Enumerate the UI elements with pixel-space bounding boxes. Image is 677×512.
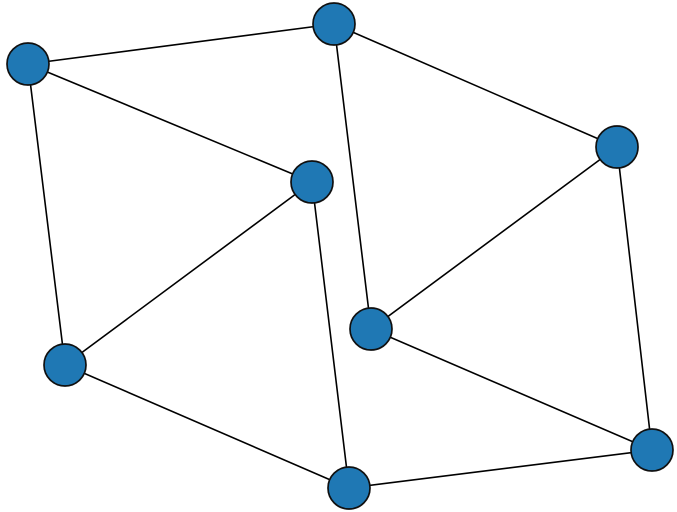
graph-edge	[27, 63, 66, 366]
graph-edge	[27, 23, 335, 65]
graph-edge	[333, 23, 618, 148]
graph-node-n7[interactable]	[630, 428, 674, 472]
graph-node-n5[interactable]	[43, 343, 87, 387]
node-layer	[6, 2, 674, 510]
graph-edge	[64, 181, 313, 366]
graph-edge	[64, 364, 350, 489]
graph-node-n1[interactable]	[312, 2, 356, 46]
graph-node-n6[interactable]	[349, 307, 393, 351]
graph-node-n3[interactable]	[290, 160, 334, 204]
graph-edge	[616, 146, 653, 451]
edge-layer	[27, 23, 653, 489]
graph-node-n0[interactable]	[6, 42, 50, 86]
graph-node-n2[interactable]	[595, 125, 639, 169]
graph-edge	[370, 328, 653, 451]
graph-node-n4[interactable]	[327, 466, 371, 510]
graph-edge	[370, 146, 618, 330]
graph-edge	[27, 63, 313, 183]
graph-edge	[348, 449, 653, 489]
graph-edge	[333, 23, 372, 330]
graph-edge	[311, 181, 350, 489]
